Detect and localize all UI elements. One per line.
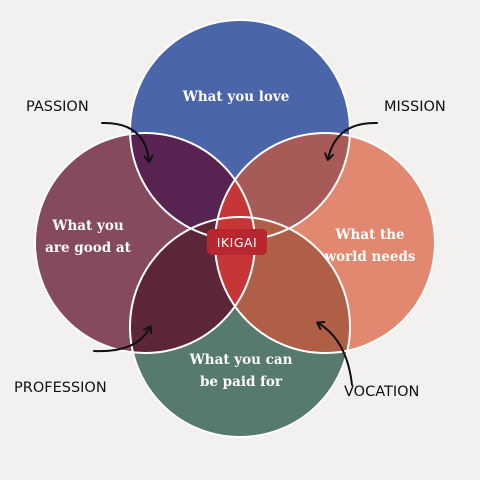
- arrow-vocation: [316, 321, 353, 386]
- label-good-at-line2: are good at: [45, 240, 131, 256]
- label-world-needs-line2: world needs: [323, 249, 415, 265]
- label-paid-for-line2: be paid for: [200, 374, 283, 390]
- arrow-profession: [93, 325, 153, 353]
- overlap-passion: [130, 133, 255, 240]
- arrow-mission: [324, 121, 378, 161]
- corner-label-profession: PROFESSION: [14, 380, 107, 396]
- arrow-passion: [101, 121, 154, 163]
- corner-label-vocation: VOCATION: [344, 384, 419, 400]
- label-world-needs-line1: What the: [334, 227, 404, 243]
- label-paid-for-line1: What you can: [189, 352, 293, 368]
- corner-label-mission: MISSION: [384, 99, 446, 115]
- corner-label-passion: PASSION: [26, 99, 89, 115]
- overlap-mission: [215, 133, 350, 240]
- label-good-at-line1: What you: [51, 218, 124, 234]
- label-what-you-love: What you love: [182, 89, 290, 105]
- ikigai-label: IKIGAI: [217, 235, 258, 250]
- ikigai-badge: [207, 229, 267, 255]
